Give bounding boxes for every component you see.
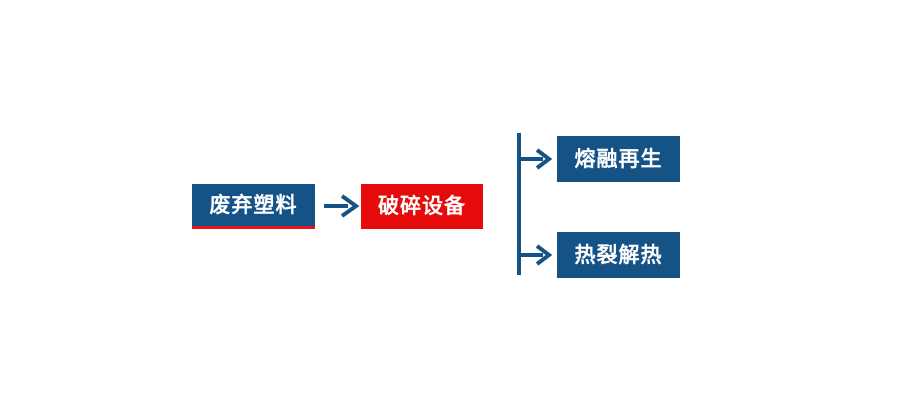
node-process[interactable]: 破碎设备 [361, 184, 483, 229]
node-output-pyrolysis[interactable]: 热裂解热 [557, 232, 680, 278]
arrow-right-icon [320, 188, 362, 224]
node-process-label: 破碎设备 [378, 195, 466, 218]
node-input[interactable]: 废弃塑料 [192, 184, 315, 229]
node-output-2-label: 热裂解热 [574, 243, 663, 267]
node-input-label: 废弃塑料 [209, 193, 298, 217]
branch-split-icon [505, 126, 565, 282]
node-output-melt-regeneration[interactable]: 熔融再生 [557, 136, 680, 182]
node-output-1-label: 熔融再生 [574, 147, 663, 171]
